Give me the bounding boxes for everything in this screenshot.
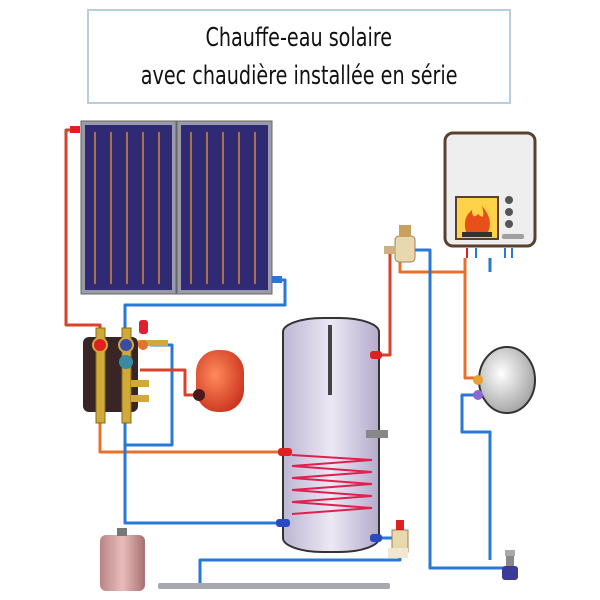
vessel-pipe: [140, 368, 198, 397]
cold-inlet-connector: [272, 276, 282, 283]
absorber-tubes: [94, 132, 256, 284]
boiler-hot-outlet-pipe: [463, 272, 478, 380]
title-line-2: avec chaudière installée en série: [140, 60, 458, 91]
solar-panel-right: [176, 120, 273, 295]
tank-sensor-port: [366, 430, 388, 438]
cold-bypass-pipe: [412, 248, 505, 570]
pump-station: [83, 320, 168, 424]
title-box: Chauffe-eau solaire avec chaudière insta…: [87, 9, 511, 104]
vessel-cold-pipe: [460, 393, 492, 560]
faucet: [502, 550, 518, 580]
heat-exchanger-coil: [291, 454, 373, 515]
circulator-pump-icon: [119, 355, 133, 369]
small-buffer-vessel: [100, 528, 145, 591]
hot-outlet-connector: [70, 126, 80, 133]
flame-icon: [464, 206, 490, 232]
sanitary-expansion-vessel: [473, 346, 536, 414]
coil-return-pipe: [123, 410, 285, 525]
coil-supply-pipe: [98, 410, 290, 454]
title-line-1: Chauffe-eau solaire: [205, 22, 393, 53]
solar-panels: [70, 120, 282, 295]
solar-expansion-vessel: [193, 350, 244, 412]
thermostatic-mixing-valve: [384, 225, 416, 263]
mixing-to-boiler-pipe: [398, 258, 467, 274]
safety-valve-icon: [139, 320, 148, 334]
boiler: [443, 131, 537, 258]
solar-panel-left: [80, 120, 177, 295]
safety-group: [388, 520, 409, 558]
drain-pipe: [158, 583, 390, 589]
storage-tank: [276, 317, 388, 553]
thermometer-hot-icon: [92, 337, 108, 353]
thermometer-cold-icon: [118, 337, 134, 353]
tank-hot-outlet-pipe: [378, 248, 400, 357]
